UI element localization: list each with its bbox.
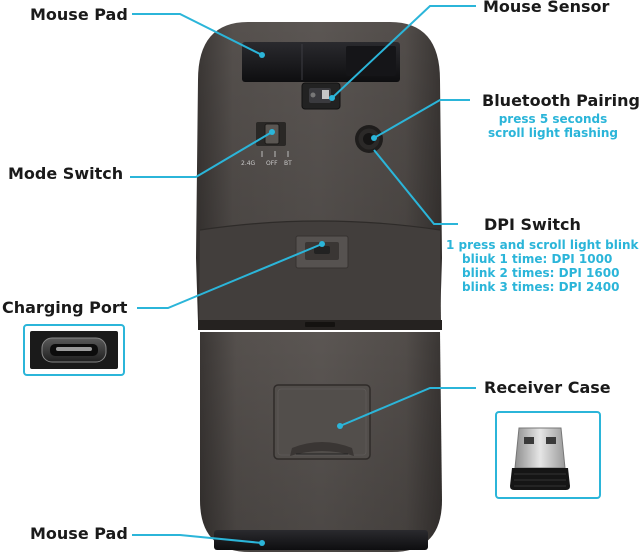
note-dpi-line1: 1 press and scroll light blink <box>446 238 639 252</box>
usb-receiver-inset <box>495 411 601 499</box>
sensor-lens <box>301 82 341 110</box>
label-charging-port: Charging Port <box>2 298 128 317</box>
leader-mouse-pad-top <box>132 13 263 56</box>
charging-port-inset <box>23 324 125 376</box>
dot-receiver-case <box>337 423 343 429</box>
leader-mouse-sensor <box>331 5 476 99</box>
label-mouse-pad-bottom: Mouse Pad <box>30 524 128 543</box>
leader-charging-port <box>137 243 323 309</box>
mouse-upper-body <box>196 22 442 322</box>
dot-mouse-pad-top <box>259 52 265 58</box>
pairing-dpi-button[interactable] <box>355 125 383 153</box>
switch-pos-off: OFF <box>266 160 278 167</box>
dot-bluetooth <box>371 135 377 141</box>
note-dpi-line2: bliuk 1 time: DPI 1000 <box>462 252 613 266</box>
switch-pos-bt: BT <box>284 160 292 167</box>
leader-mode-switch <box>130 131 273 178</box>
note-dpi-line4: blink 3 times: DPI 2400 <box>462 280 620 294</box>
label-bluetooth-pairing: Bluetooth Pairing <box>482 91 640 110</box>
dot-mouse-sensor <box>329 95 335 101</box>
receiver-case-door[interactable] <box>273 384 371 460</box>
dot-mode-switch <box>269 129 275 135</box>
dot-charging-port <box>319 241 325 247</box>
switch-pos-2-4g: 2.4G <box>241 160 256 167</box>
leader-receiver-case <box>339 387 476 427</box>
dot-mouse-pad-bottom <box>259 540 265 546</box>
leader-dots <box>259 52 377 546</box>
note-bluetooth-line1: press 5 seconds <box>498 112 608 126</box>
hinge <box>198 320 442 330</box>
leader-mouse-pad-bottom <box>132 534 263 544</box>
leader-lines <box>130 5 476 544</box>
label-dpi-switch: DPI Switch <box>484 215 581 234</box>
label-mouse-sensor: Mouse Sensor <box>483 0 610 16</box>
note-bluetooth-line2: scroll light flashing <box>487 126 619 140</box>
label-receiver-case: Receiver Case <box>484 378 611 397</box>
label-mode-switch: Mode Switch <box>8 164 124 183</box>
leader-dpi <box>373 149 458 225</box>
note-dpi-line3: blink 2 times: DPI 1600 <box>462 266 620 280</box>
bottom-mouse-pad <box>214 530 428 550</box>
leader-bluetooth <box>373 99 470 139</box>
label-mouse-pad-top: Mouse Pad <box>30 5 128 24</box>
